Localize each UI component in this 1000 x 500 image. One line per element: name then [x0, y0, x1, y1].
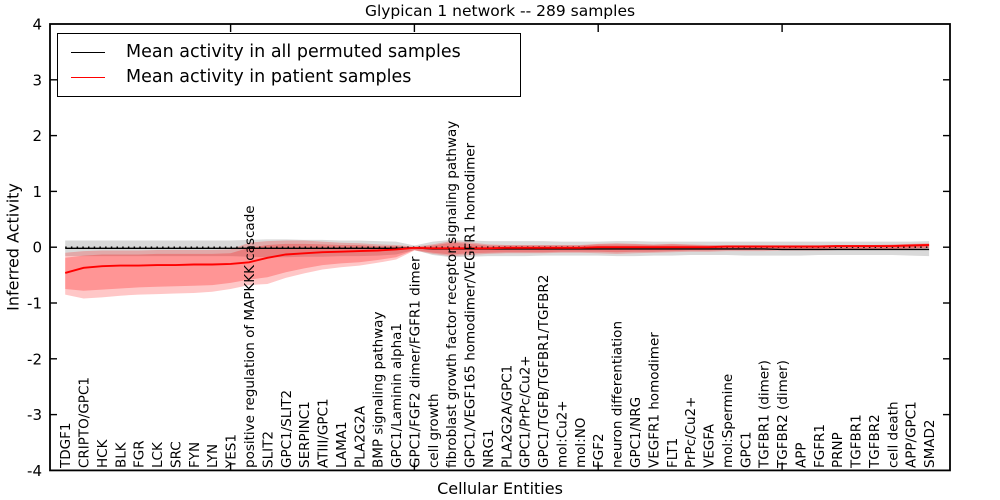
y-tick-label: 1	[32, 183, 42, 201]
x-tick-label: PLA2G2A	[352, 405, 368, 468]
x-tick-label: HCK	[95, 438, 111, 468]
x-tick-label: SRC	[169, 441, 185, 468]
x-tick-label: mol:Spermine	[720, 374, 736, 468]
x-tick-label: PrPc/Cu2+	[683, 397, 699, 468]
x-tick-label: GPC1/Laminin alpha1	[389, 323, 405, 468]
x-tick-label: FGF2	[591, 433, 607, 468]
x-axis-title: Cellular Entities	[437, 479, 563, 498]
x-tick-label: GPC1/PrPc/Cu2+	[518, 355, 534, 468]
y-tick-label: -1	[27, 295, 42, 313]
x-tick-label: PLA2G2A/GPC1	[499, 365, 515, 468]
x-tick-label: SLIT2	[260, 431, 276, 468]
legend-label-patient: Mean activity in patient samples	[126, 67, 412, 87]
x-tick-label: TGFBR1 (dimer)	[757, 360, 773, 469]
chart-title: Glypican 1 network -- 289 samples	[364, 2, 636, 20]
x-tick-label: GPC1/FGF2 dimer/FGFR1 dimer	[407, 256, 423, 468]
x-tick-label: BMP signaling pathway	[371, 312, 387, 468]
x-tick-label: FGR	[132, 440, 148, 468]
x-tick-label: FGFR1	[812, 424, 828, 468]
legend-label-permuted: Mean activity in all permuted samples	[126, 41, 461, 62]
x-tick-label: LCK	[150, 441, 166, 468]
x-tick-label: positive regulation of MAPKKK cascade	[242, 205, 258, 468]
legend-black-line-swatch	[71, 51, 105, 53]
x-tick-label: VEGFR1 homodimer	[646, 332, 662, 468]
x-tick-label: NRG1	[481, 429, 497, 468]
x-tick-label: BLK	[113, 441, 129, 468]
x-tick-label: GPC1	[738, 431, 754, 468]
x-tick-label: YES1	[224, 434, 240, 469]
x-tick-label: TGFBR2 (dimer)	[775, 360, 791, 469]
x-tick-label: mol:NO	[573, 418, 589, 468]
x-tick-label: FYN	[187, 442, 203, 468]
x-tick-label: SERPINC1	[297, 401, 313, 468]
y-tick-label: 4	[32, 16, 42, 34]
x-tick-label: cell death	[885, 401, 901, 468]
x-tick-label: FLT1	[665, 438, 681, 468]
x-tick-label: LAMA1	[334, 421, 350, 468]
y-tick-label: 0	[32, 239, 42, 257]
y-tick-label: -4	[27, 462, 42, 480]
legend-item-permuted: Mean activity in all permuted samples	[71, 41, 520, 62]
x-tick-label: GPC1/TGFB/TGFBR1/TGFBR2	[536, 275, 552, 468]
x-tick-label: PRNP	[830, 432, 846, 468]
x-tick-label: TGFBR2	[867, 414, 883, 469]
x-tick-label: ATIII/GPC1	[316, 398, 332, 468]
x-tick-label: fibroblast growth factor receptor signal…	[444, 121, 460, 468]
x-tick-label: CRIPTO/GPC1	[77, 377, 93, 468]
x-tick-label: cell growth	[426, 394, 442, 469]
x-tick-label: APP/GPC1	[904, 401, 920, 468]
x-tick-label: GPC1/SLIT2	[279, 390, 295, 468]
x-tick-label: TDGF1	[58, 423, 74, 469]
x-tick-label: mol:Cu2+	[555, 400, 571, 468]
x-tick-label: neuron differentiation	[610, 321, 626, 468]
legend: Mean activity in all permuted samples Me…	[57, 33, 521, 97]
legend-red-line-swatch	[71, 77, 105, 79]
patient-mean-line	[64, 244, 930, 274]
x-tick-label: APP	[793, 442, 809, 468]
x-tick-label: LYN	[205, 444, 221, 468]
x-tick-label: TGFBR1	[849, 414, 865, 469]
y-tick-label: -3	[27, 406, 42, 424]
y-tick-label: 3	[32, 71, 42, 89]
y-tick-label: -2	[27, 350, 42, 368]
x-tick-label: GPC1/NRG	[628, 397, 644, 468]
x-tick-label: GPC1/VEGF165 homodimer/VEGFR1 homodimer	[463, 142, 479, 468]
y-tick-label: 2	[32, 127, 42, 145]
x-tick-label: VEGFA	[702, 423, 718, 468]
x-tick-label: SMAD2	[922, 420, 938, 468]
legend-item-patient: Mean activity in patient samples	[71, 67, 520, 87]
